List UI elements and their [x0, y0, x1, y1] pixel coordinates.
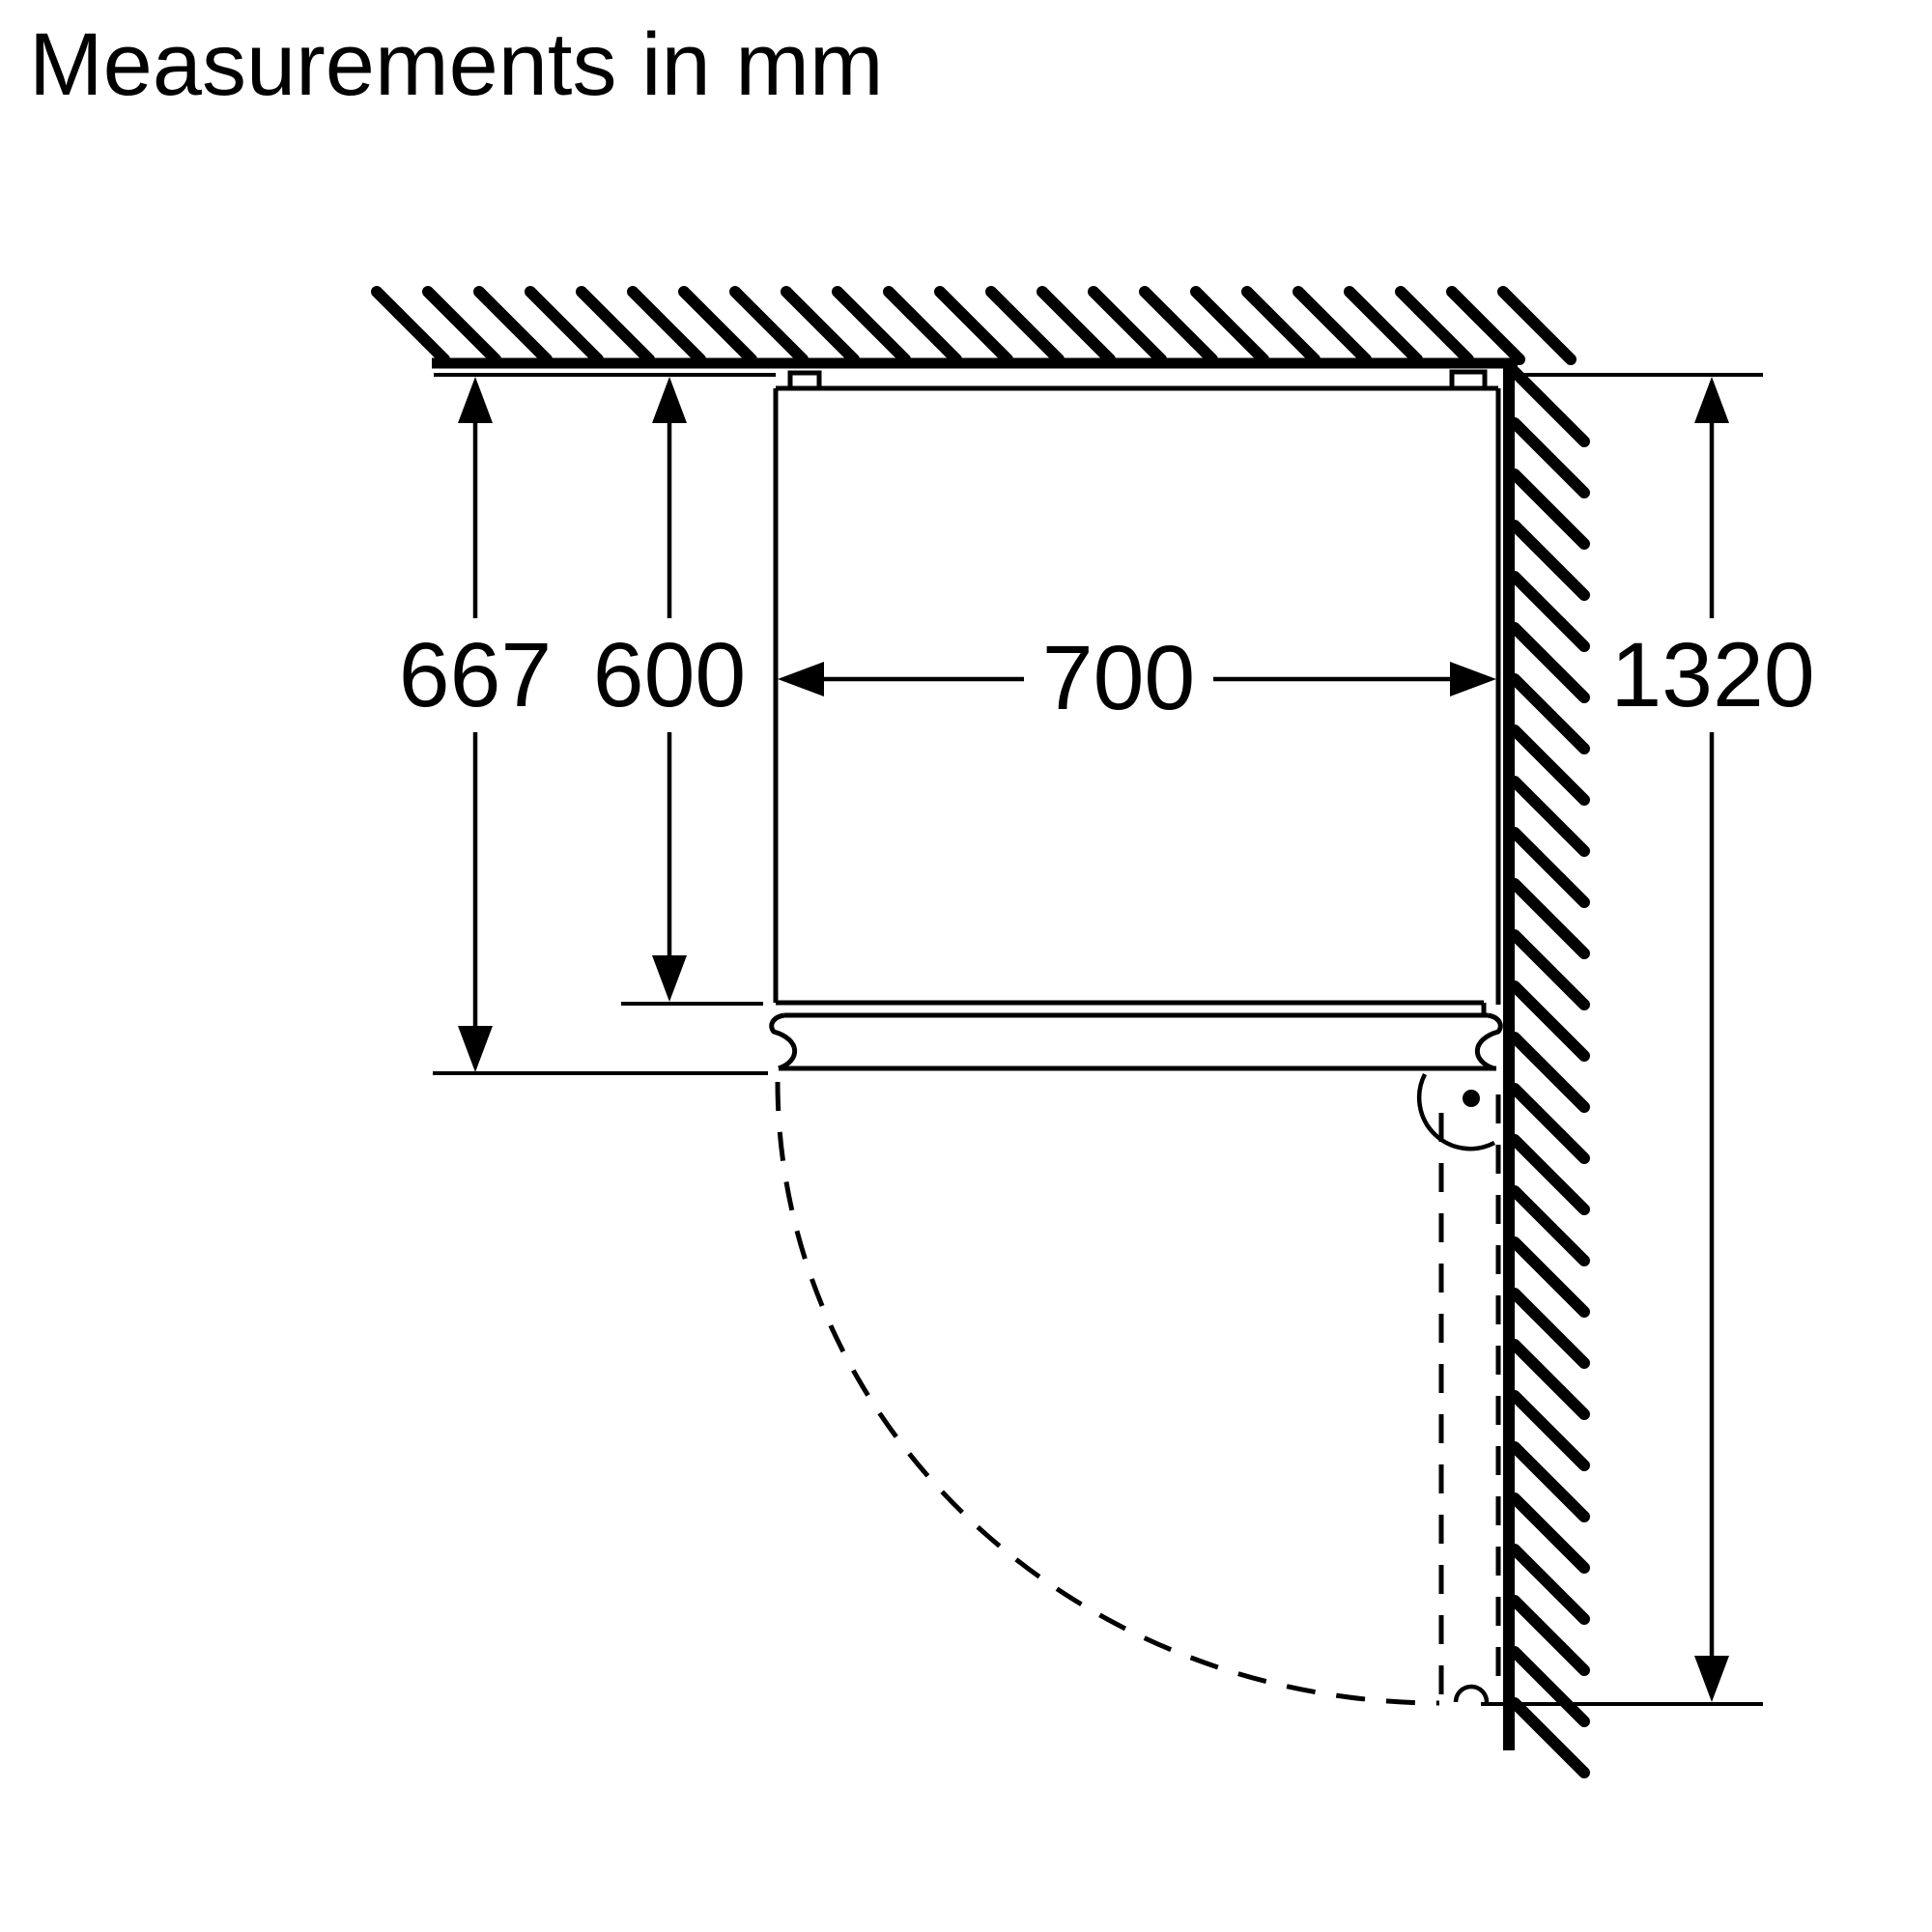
arrow-right-icon [1450, 662, 1496, 696]
dim-1320-label: 1320 [1610, 624, 1814, 726]
top-wall [377, 292, 1571, 363]
right-wall [1509, 358, 1584, 1773]
dimension-667: 667 [399, 377, 553, 1072]
arrow-down-icon [652, 955, 687, 1002]
door-hinge [1419, 1074, 1494, 1149]
right-hinge-tab [1452, 372, 1485, 388]
arrow-left-icon [778, 662, 824, 696]
arrow-down-icon [1694, 1656, 1729, 1702]
hinge-swing-arc [1419, 1074, 1494, 1149]
arrow-up-icon [652, 377, 687, 423]
door-swing-open [778, 1082, 1498, 1703]
dimension-1320: 1320 [1610, 377, 1814, 1702]
open-door-end-cap [1456, 1687, 1487, 1702]
arrow-down-icon [458, 1026, 493, 1072]
left-hinge-tab [790, 373, 819, 388]
dim-667-label: 667 [399, 624, 553, 726]
arrow-up-icon [1694, 377, 1729, 423]
arrow-up-icon [458, 377, 493, 423]
top-wall-hatching [377, 292, 1571, 359]
hinge-pivot-dot [1463, 1090, 1480, 1107]
door-swing-arc [778, 1082, 1439, 1703]
page-title: Measurements in mm [29, 15, 883, 114]
dim-600-label: 600 [593, 624, 747, 726]
appliance-door-closed [772, 1015, 1501, 1068]
dimension-600: 600 [593, 377, 747, 1002]
right-wall-hatching [1515, 372, 1584, 1773]
dimension-700: 700 [778, 627, 1496, 729]
door-left-end-cap [772, 1015, 795, 1068]
door-right-end-cap [1477, 1015, 1500, 1068]
dim-700-label: 700 [1042, 627, 1196, 729]
